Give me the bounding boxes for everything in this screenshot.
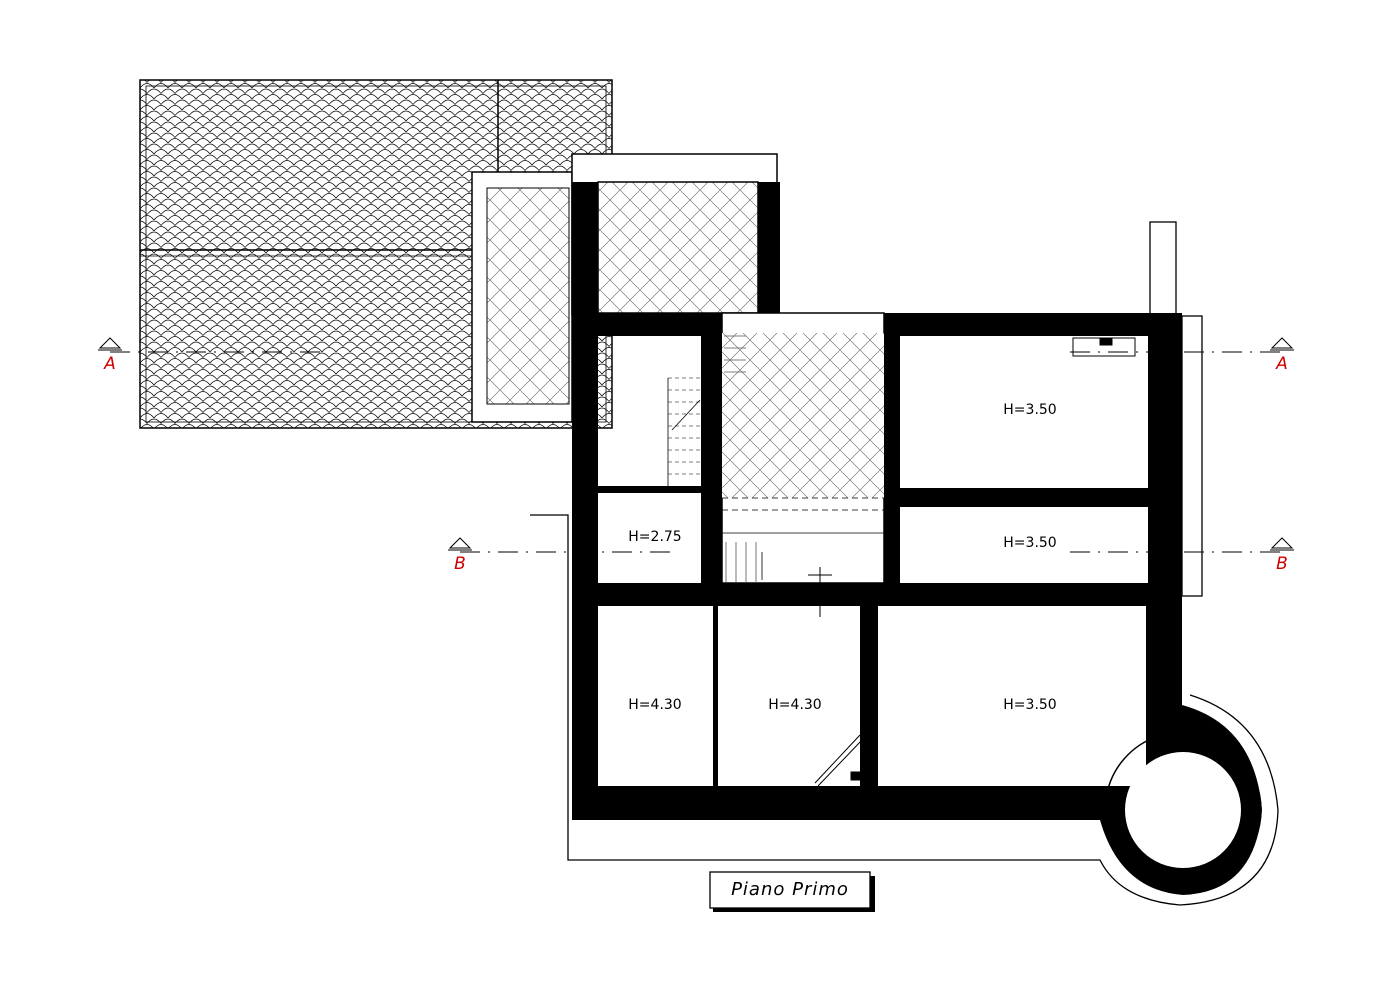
room-height-label: H=4.30 <box>768 697 821 713</box>
door-swing <box>808 567 863 787</box>
section-label-a-right: A <box>1275 354 1288 374</box>
section-label-b-right: B <box>1276 554 1288 574</box>
room-height-label: H=2.75 <box>628 529 681 545</box>
drawing-title-box: Piano Primo <box>709 871 875 912</box>
section-marker-a-left: A <box>98 337 122 374</box>
room-height-label: H=4.30 <box>628 697 681 713</box>
counter-detail <box>1072 337 1136 357</box>
drawing-title: Piano Primo <box>731 879 849 900</box>
section-marker-b-right: B <box>1270 537 1294 574</box>
room-height-label: H=3.50 <box>1003 402 1056 418</box>
room-outlines <box>597 181 885 584</box>
room-height-label: H=3.50 <box>1003 535 1056 551</box>
section-label-a-left: A <box>103 354 116 374</box>
section-marker-b-left: B <box>448 537 472 574</box>
staircase <box>667 335 884 583</box>
section-marker-a-right: A <box>1270 337 1294 374</box>
room-height-label: H=3.50 <box>1003 697 1056 713</box>
section-label-b-left: B <box>454 554 466 574</box>
